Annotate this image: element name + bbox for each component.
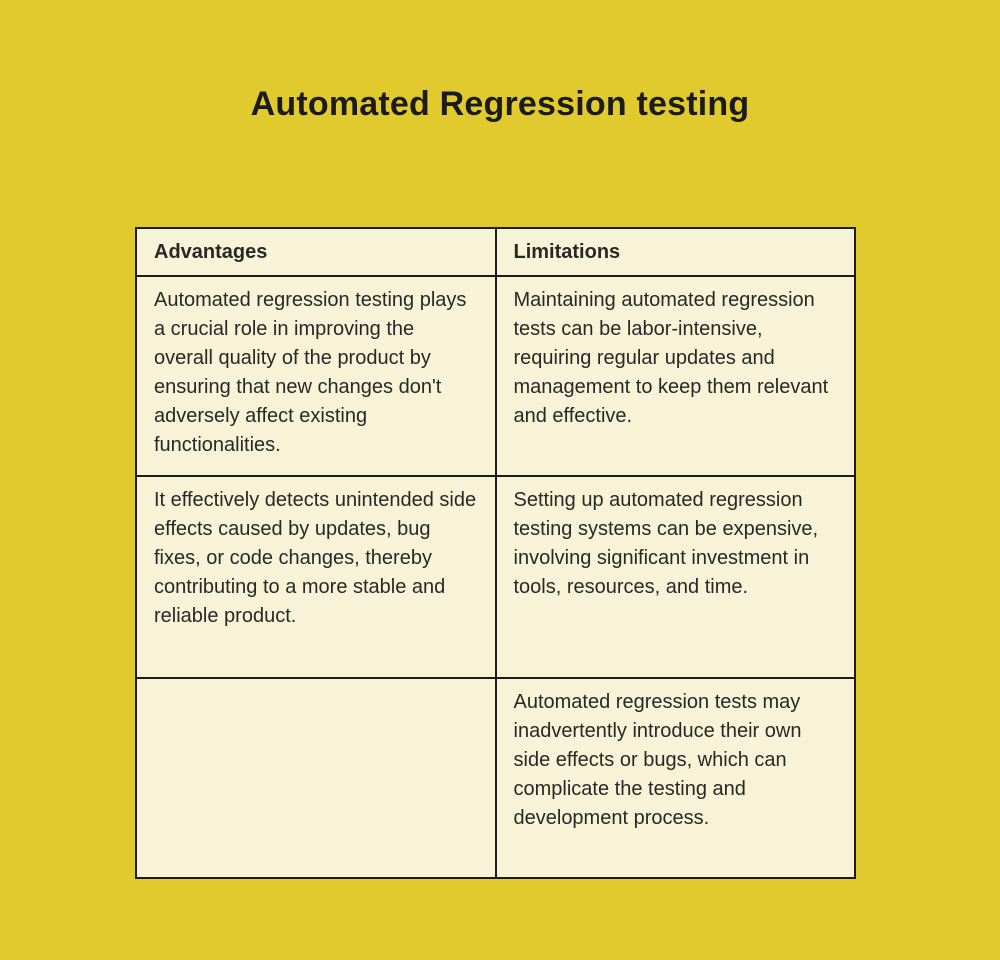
- advantages-cell: It effectively detects unintended side e…: [135, 475, 497, 679]
- comparison-table: Advantages Limitations Automated regress…: [135, 227, 856, 879]
- table-row: Automated regression tests may inadverte…: [135, 677, 856, 879]
- advantages-cell-empty: [135, 677, 497, 879]
- advantages-cell: Automated regression testing plays a cru…: [135, 275, 497, 477]
- page-title: Automated Regression testing: [250, 85, 750, 123]
- table-row: It effectively detects unintended side e…: [135, 475, 856, 679]
- limitations-cell: Maintaining automated regression tests c…: [494, 275, 856, 477]
- table-row: Automated regression testing plays a cru…: [135, 275, 856, 477]
- limitations-cell: Automated regression tests may inadverte…: [494, 677, 856, 879]
- limitations-cell: Setting up automated regression testing …: [494, 475, 856, 679]
- table-header: Advantages Limitations: [135, 227, 856, 277]
- table-body: Automated regression testing plays a cru…: [135, 275, 856, 879]
- column-header-limitations: Limitations: [494, 227, 856, 277]
- column-header-advantages: Advantages: [135, 227, 497, 277]
- header-row: Advantages Limitations: [135, 227, 856, 277]
